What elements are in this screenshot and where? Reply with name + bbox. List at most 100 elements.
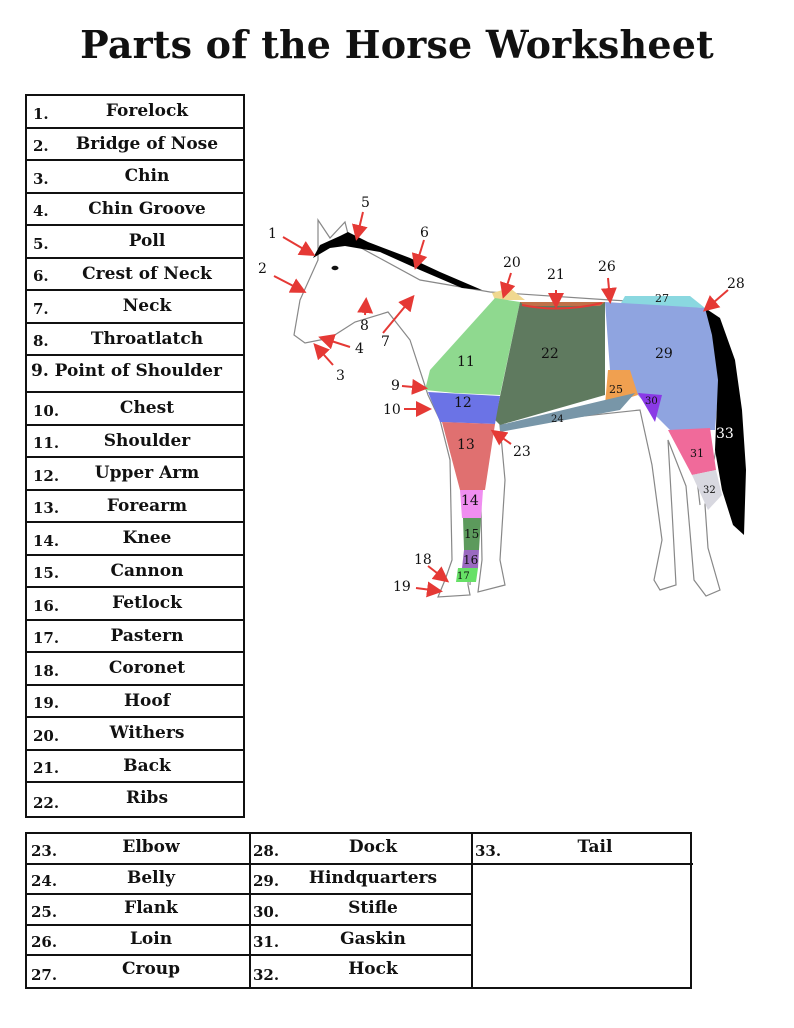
label-9: 9 — [391, 378, 400, 394]
label-5: 5 — [361, 195, 370, 211]
table-row: 25.Flank — [27, 895, 249, 926]
item-name: Forelock — [55, 101, 239, 121]
label-28: 28 — [727, 276, 745, 292]
item-name: Crest of Neck — [55, 264, 239, 284]
item-number: 32. — [253, 966, 279, 984]
table-row: 29.Hindquarters — [249, 865, 471, 896]
label-17: 17 — [457, 571, 470, 582]
table-row: 28.Dock — [249, 834, 471, 865]
label-29: 29 — [655, 346, 673, 362]
arrow-1 — [283, 237, 312, 254]
list-row: 1. Forelock — [27, 96, 243, 129]
label-10: 10 — [383, 402, 401, 418]
horse-diagram: 1 2 3 4 5 6 7 8 9 10 11 12 13 14 15 16 1… — [250, 190, 750, 610]
label-27: 27 — [655, 292, 669, 305]
list-row: 4. Chin Groove — [27, 194, 243, 227]
parts-table: 23.Elbow 24.Belly 25.Flank 26.Loin 27.Cr… — [25, 832, 692, 989]
item-name: Flank — [57, 898, 245, 918]
item-name: Dock — [279, 837, 467, 857]
item-name: Upper Arm — [55, 463, 239, 483]
label-3: 3 — [336, 368, 345, 384]
item-name: Poll — [55, 231, 239, 251]
item-name: Knee — [55, 528, 239, 548]
list-row: 17.Pastern — [27, 621, 243, 654]
label-25: 25 — [609, 383, 623, 396]
list-row: 8. Throatlatch — [27, 324, 243, 357]
label-4: 4 — [355, 341, 364, 357]
table-column: 33.Tail — [471, 834, 693, 987]
arrow-9 — [402, 386, 424, 388]
list-row: 16.Fetlock — [27, 588, 243, 621]
item-number: 8. — [33, 332, 49, 350]
table-row: 24.Belly — [27, 865, 249, 896]
item-number: 4. — [33, 202, 49, 220]
item-name: Hock — [279, 959, 467, 979]
label-7: 7 — [381, 334, 390, 350]
list-row: 11.Shoulder — [27, 426, 243, 459]
item-name: Hindquarters — [279, 868, 467, 888]
item-number: 25. — [31, 903, 57, 921]
list-row: 21.Back — [27, 751, 243, 784]
label-2: 2 — [258, 261, 267, 277]
item-name: Gaskin — [279, 929, 467, 949]
item-name: Croup — [57, 959, 245, 979]
list-row: 6. Crest of Neck — [27, 259, 243, 292]
list-row: 15.Cannon — [27, 556, 243, 589]
list-row: 10.Chest — [27, 393, 243, 426]
item-number: 28. — [253, 842, 279, 860]
item-name: Chin Groove — [55, 199, 239, 219]
item-name: Stifle — [279, 898, 467, 918]
item-number: 33. — [475, 842, 501, 860]
item-number: 1. — [33, 105, 49, 123]
item-name: 9. Point of Shoulder — [27, 361, 239, 381]
item-name: Elbow — [57, 837, 245, 857]
label-30: 30 — [645, 396, 658, 407]
list-row: 2.Bridge of Nose — [27, 129, 243, 162]
item-number: 7. — [33, 300, 49, 318]
list-row: 18.Coronet — [27, 653, 243, 686]
parts-list: 1.Forelock 2.Bridge of Nose 3.Chin 4.Chi… — [25, 94, 245, 818]
arrow-5 — [357, 212, 363, 237]
list-row: 20.Withers — [27, 718, 243, 751]
item-number: 6. — [33, 267, 49, 285]
arrow-4 — [322, 338, 350, 347]
item-number: 26. — [31, 933, 57, 951]
item-number: 31. — [253, 933, 279, 951]
label-23: 23 — [513, 444, 531, 460]
label-1: 1 — [268, 226, 277, 242]
item-name: Neck — [55, 296, 239, 316]
arrow-28 — [706, 290, 728, 309]
list-row: 22.Ribs — [27, 783, 243, 816]
label-24: 24 — [551, 414, 564, 425]
label-14: 14 — [461, 493, 479, 509]
item-number: 9. — [31, 361, 49, 381]
item-number: 29. — [253, 872, 279, 890]
label-18: 18 — [414, 552, 432, 568]
item-name: Loin — [57, 929, 245, 949]
item-name: Cannon — [55, 561, 239, 581]
label-20: 20 — [503, 255, 521, 271]
list-row: 13.Forearm — [27, 491, 243, 524]
arrow-26 — [608, 278, 610, 300]
table-row: 26.Loin — [27, 926, 249, 957]
item-name: Bridge of Nose — [55, 134, 239, 154]
item-number: 5. — [33, 235, 49, 253]
item-name: Hoof — [55, 691, 239, 711]
list-row: 14.Knee — [27, 523, 243, 556]
item-name-text: Point of Shoulder — [55, 361, 222, 381]
item-number: 27. — [31, 966, 57, 984]
label-26: 26 — [598, 259, 616, 275]
table-row: 33.Tail — [471, 834, 693, 865]
list-row: 5. Poll — [27, 226, 243, 259]
list-row: 7. Neck — [27, 291, 243, 324]
table-row: 23.Elbow — [27, 834, 249, 865]
table-column: 28.Dock 29.Hindquarters 30.Stifle 31.Gas… — [249, 834, 473, 987]
item-number: 30. — [253, 903, 279, 921]
item-name: Throatlatch — [55, 329, 239, 349]
list-row: 12.Upper Arm — [27, 458, 243, 491]
page-title: Parts of the Horse Worksheet — [0, 22, 794, 67]
label-15: 15 — [464, 527, 479, 541]
arrow-8 — [365, 301, 366, 315]
arrow-6 — [416, 240, 424, 266]
item-name: Chest — [55, 398, 239, 418]
